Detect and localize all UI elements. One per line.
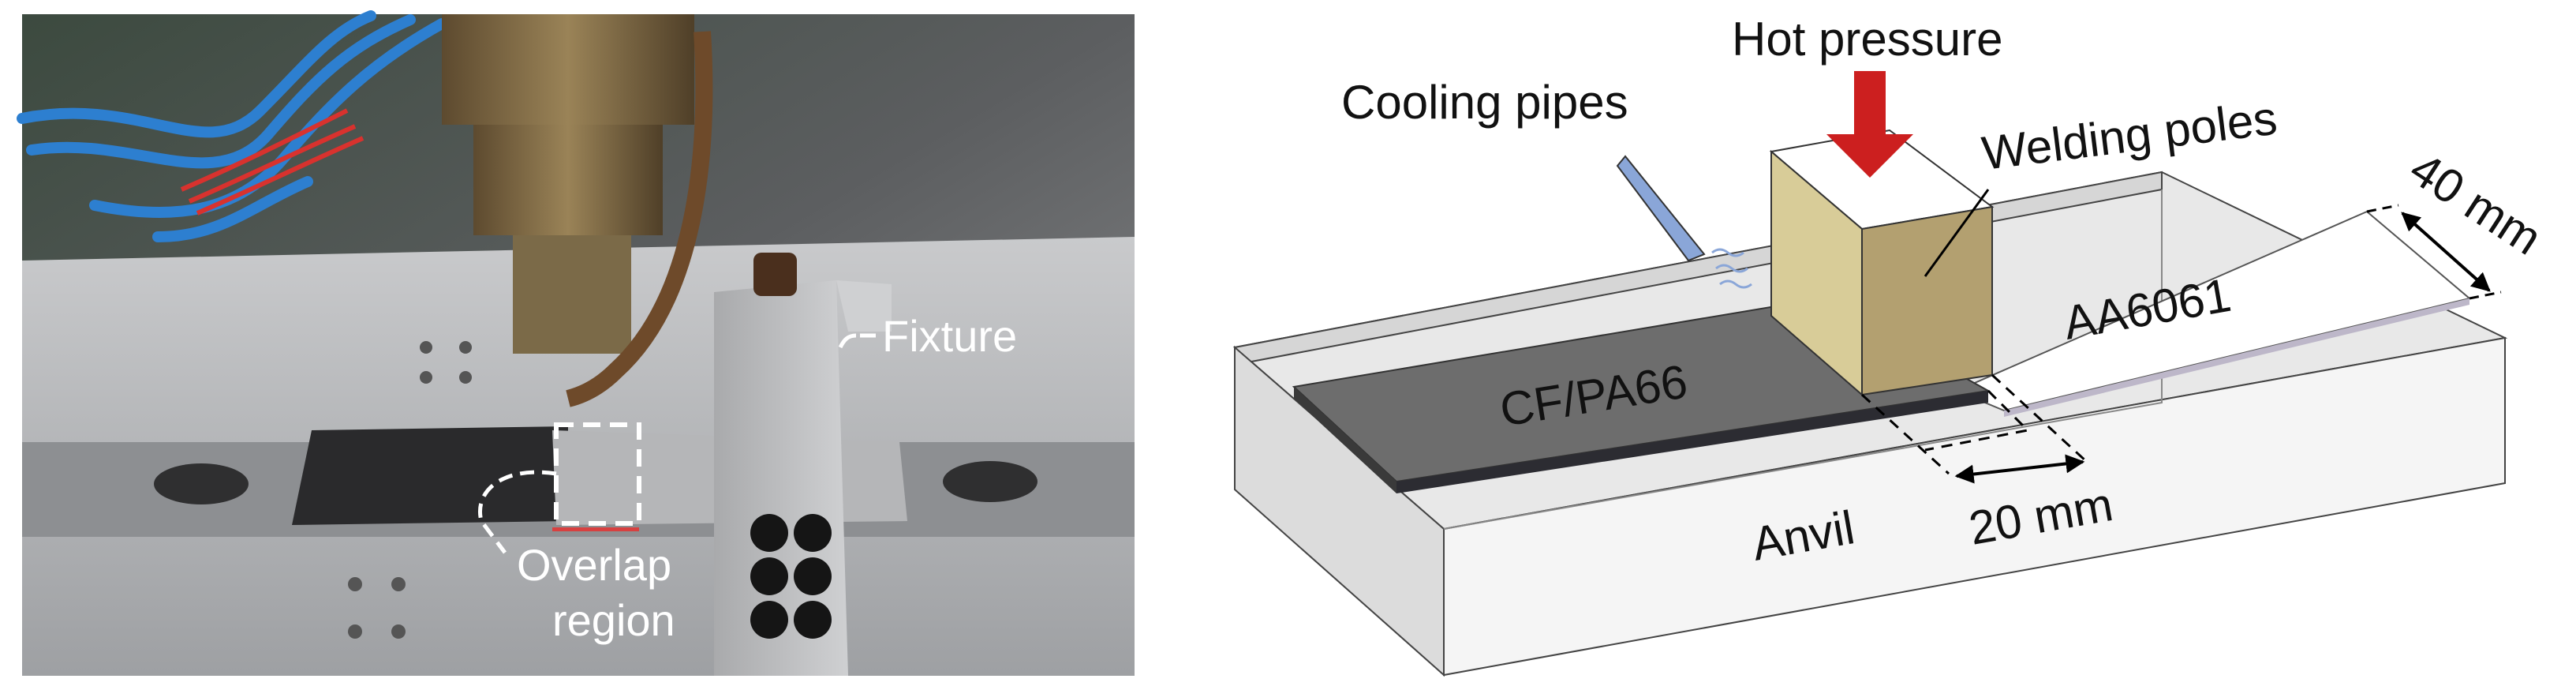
fixture-top bbox=[836, 280, 892, 332]
welding-head-tip bbox=[513, 235, 631, 354]
red-wires bbox=[180, 108, 365, 216]
welding-poles-leader bbox=[1924, 189, 1990, 277]
schematic-panel: Hot pressure Cooling pipes Welding poles… bbox=[1232, 13, 2551, 677]
anvil-inner-edge bbox=[1443, 189, 2163, 530]
welding-pole-front bbox=[1861, 205, 1993, 396]
photo-panel: Fixture Overlap region bbox=[17, 10, 1135, 676]
label-fixture: Fixture bbox=[882, 311, 1017, 361]
label-region-text: region bbox=[552, 595, 675, 645]
label-width-dim: 40 mm bbox=[2401, 142, 2551, 265]
width-dim-arrow bbox=[2401, 212, 2491, 292]
hot-pressure-arrow bbox=[1826, 71, 1913, 178]
cfpa66-plate-front bbox=[1396, 391, 1988, 493]
welding-head-body bbox=[473, 125, 663, 235]
label-hot-pressure: Hot pressure bbox=[1732, 13, 2002, 66]
cooling-pipe bbox=[1616, 155, 1706, 262]
overlap-dim-ext-b bbox=[1991, 373, 2088, 463]
overlap-underline bbox=[552, 527, 639, 531]
brown-hose bbox=[566, 31, 713, 407]
overlap-dim-arrow bbox=[1954, 454, 2085, 484]
label-cooling-pipes: Cooling pipes bbox=[1341, 76, 1628, 129]
slot-left bbox=[154, 463, 249, 504]
fixture-bolt bbox=[753, 253, 797, 296]
welding-head-top bbox=[442, 14, 694, 125]
fixture-bolts bbox=[750, 514, 832, 639]
width-dim-ext-a bbox=[2366, 204, 2399, 213]
cfpa66-plate-edge bbox=[1294, 387, 1396, 493]
cfpa66-workpiece bbox=[292, 426, 568, 525]
slot-right bbox=[943, 461, 1038, 502]
overlap-highlight-box bbox=[554, 422, 641, 526]
width-dim-ext-b bbox=[2469, 291, 2502, 300]
label-welding-poles: Welding poles bbox=[1979, 92, 2279, 180]
plate-holes bbox=[348, 341, 472, 639]
label-overlap: Overlap bbox=[517, 540, 671, 590]
overlap-leader bbox=[478, 470, 557, 554]
fixture-leader bbox=[838, 333, 857, 349]
cooling-waves bbox=[1711, 248, 1752, 289]
aa6061-plate-edge bbox=[2004, 298, 2469, 417]
overlap-dim-ext-a bbox=[1860, 393, 1950, 475]
